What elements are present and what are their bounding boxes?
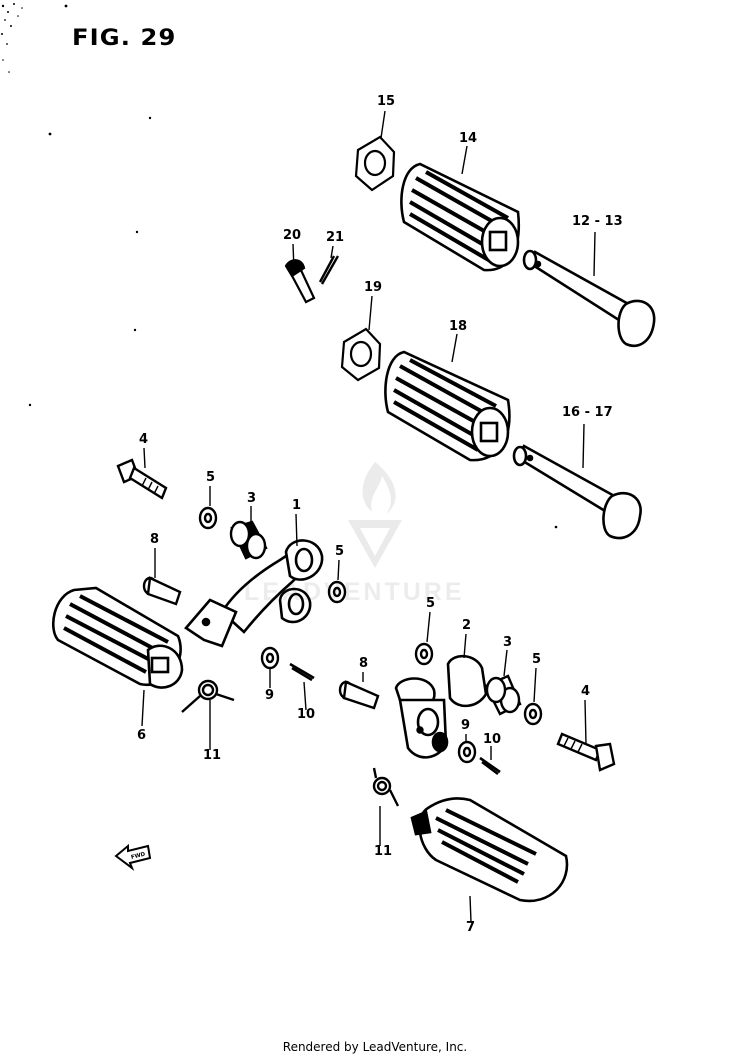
figure-title: FIG. 29 <box>72 26 177 51</box>
part-2-footrest-bracket <box>394 654 488 759</box>
part-16-17-footpeg-pin <box>512 444 642 540</box>
leadventure-logo-icon <box>348 462 402 568</box>
part-6-footpeg-left <box>51 586 184 689</box>
callout-21: 21 <box>326 230 345 245</box>
part-4-bolt-right <box>556 732 616 772</box>
callout-1: 1 <box>292 498 302 513</box>
callout-16-17: 16 - 17 <box>562 405 613 420</box>
callout-18: 18 <box>449 319 468 334</box>
callout-5-left-b: 5 <box>335 544 345 559</box>
callout-7: 7 <box>466 920 476 935</box>
callout-3-left: 3 <box>247 491 257 506</box>
callout-20: 20 <box>283 228 302 243</box>
callout-9-right: 9 <box>461 718 471 733</box>
callout-5-right-a: 5 <box>426 596 436 611</box>
callout-14: 14 <box>459 131 478 146</box>
part-18-footpeg-rubber <box>384 350 511 462</box>
part-12-13-footpeg-pin <box>522 249 656 347</box>
part-7-footpeg-right <box>410 797 569 903</box>
part-3-bushing-right <box>484 674 522 716</box>
callout-8-left: 8 <box>150 532 160 547</box>
part-5-washer-right-a <box>414 642 434 666</box>
part-5-washer-left-b <box>327 580 347 604</box>
part-20-clevis-pin <box>284 259 316 304</box>
callout-15: 15 <box>377 94 396 109</box>
part-14-footpeg-rubber <box>400 162 521 272</box>
part-21-cotter-pin <box>318 255 340 285</box>
callout-2: 2 <box>462 618 472 633</box>
part-4-bolt-left <box>116 458 168 500</box>
part-8-pin-right <box>338 680 380 710</box>
callout-8-right: 8 <box>359 656 369 671</box>
forward-arrow-icon: FWD <box>114 843 152 871</box>
callout-19: 19 <box>364 280 383 295</box>
forward-arrow-label: FWD <box>131 851 147 860</box>
callout-10-left: 10 <box>297 707 316 722</box>
part-11-spring-left <box>181 679 235 713</box>
callout-9-left: 9 <box>265 688 275 703</box>
part-3-bushing-left <box>229 520 268 560</box>
callout-6: 6 <box>137 728 147 743</box>
part-5-washer-left-a <box>198 506 218 530</box>
callout-11-left: 11 <box>203 748 222 763</box>
callout-3-right: 3 <box>503 635 513 650</box>
callout-4-left: 4 <box>139 432 149 447</box>
leader-lines <box>141 110 596 923</box>
part-10-cotter-pin-left <box>289 662 315 682</box>
part-15-gasket <box>354 135 396 192</box>
part-9-washer-left <box>260 646 280 670</box>
part-11-spring-right <box>372 767 400 807</box>
callout-12-13: 12 - 13 <box>572 214 623 229</box>
callout-4-right: 4 <box>581 684 591 699</box>
part-5-washer-right-b <box>523 702 543 726</box>
part-19-gasket <box>340 327 382 382</box>
watermark-text: LEADVENTURE <box>244 578 465 606</box>
callout-5-right-b: 5 <box>532 652 542 667</box>
part-1-footrest-bracket <box>184 539 324 648</box>
part-9-washer-right <box>457 740 477 764</box>
render-credit: Rendered by LeadVenture, Inc. <box>282 1040 468 1054</box>
callout-5-left-a: 5 <box>206 470 216 485</box>
callout-10-right: 10 <box>483 732 502 747</box>
part-8-pin-left <box>142 576 182 606</box>
part-10-cotter-pin-right <box>479 756 501 776</box>
callout-11-right: 11 <box>374 844 393 859</box>
